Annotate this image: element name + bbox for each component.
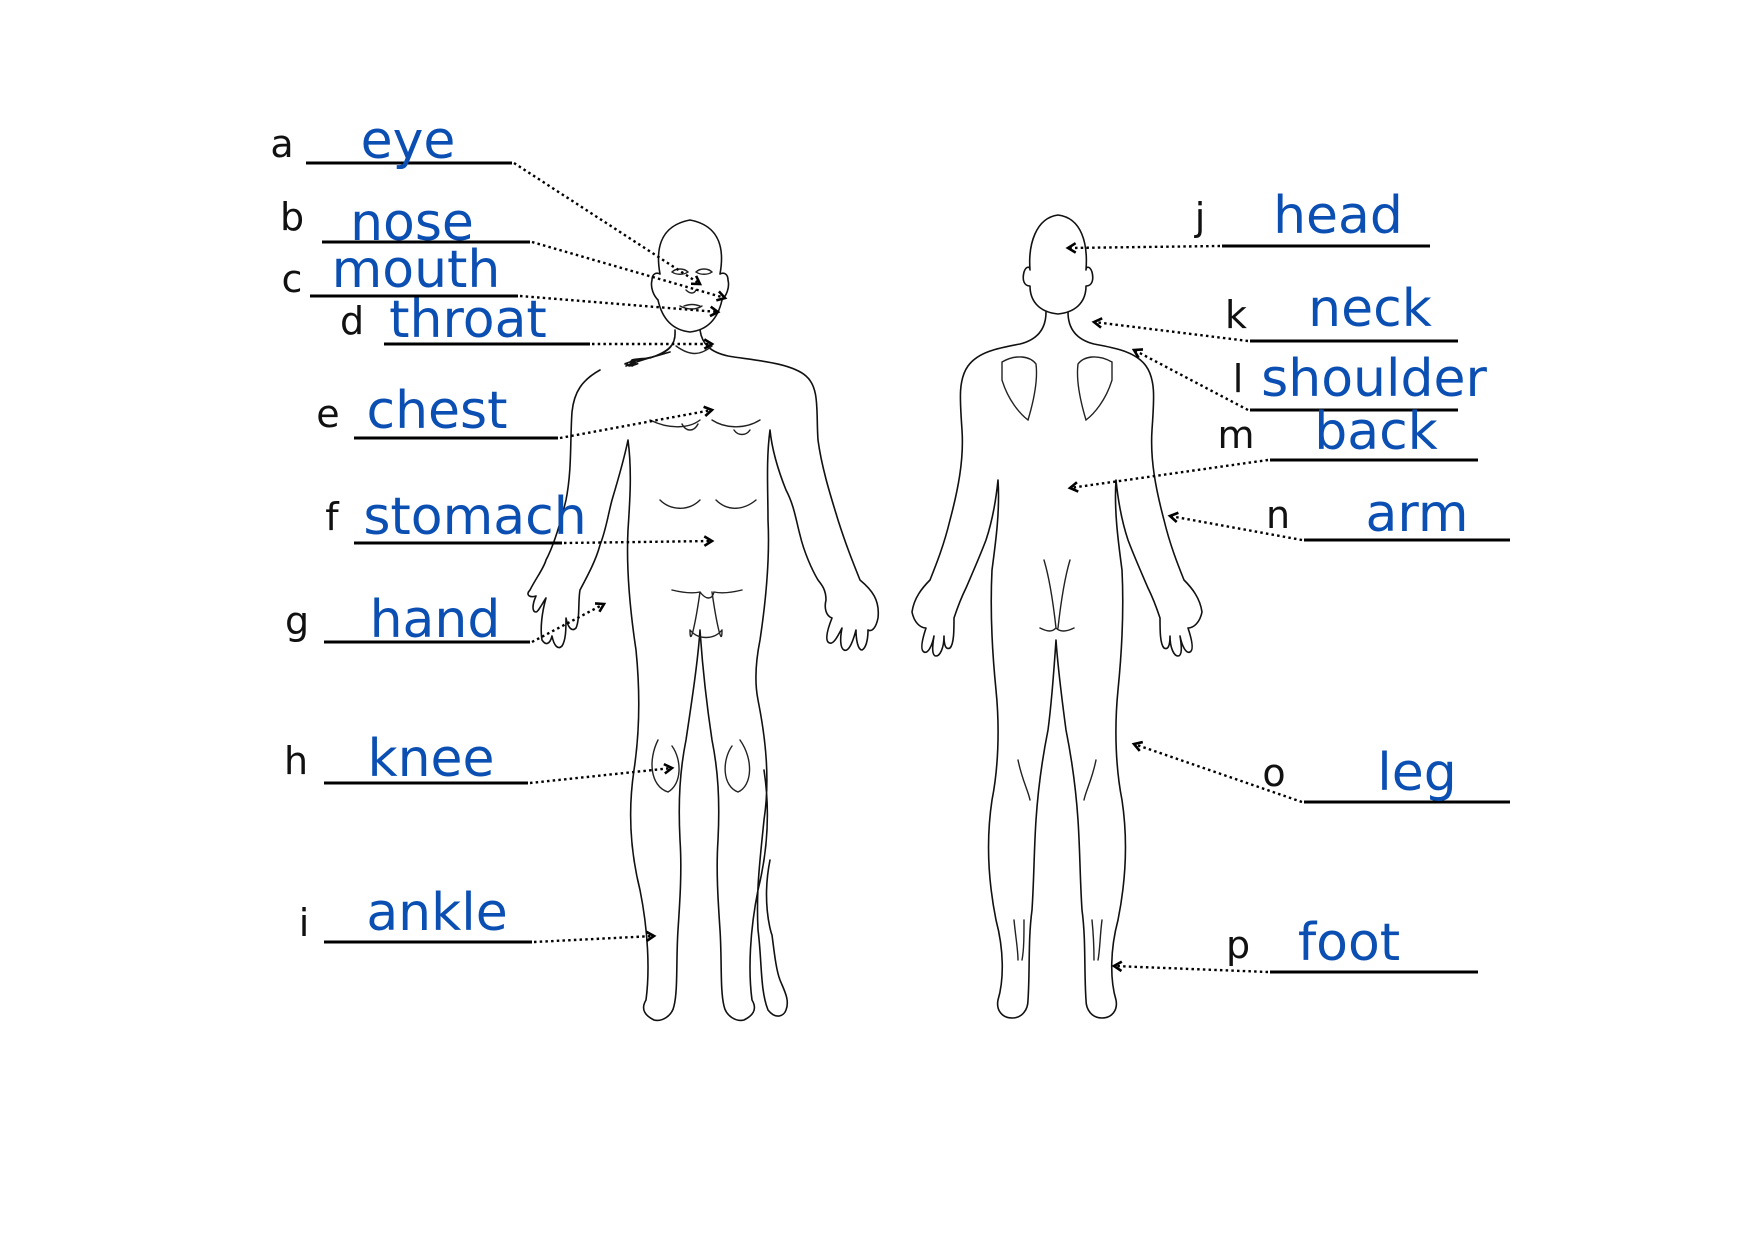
- back-body-figure: [911, 214, 1203, 1019]
- answer-stomach[interactable]: stomach: [363, 487, 586, 547]
- answer-knee[interactable]: knee: [367, 729, 494, 789]
- answer-hand[interactable]: hand: [370, 590, 501, 650]
- label-letter-d: d: [340, 299, 364, 343]
- arrowhead-icon: [1065, 242, 1077, 254]
- label-f: f stomach: [325, 487, 715, 547]
- dotted-leader-line: [559, 408, 713, 440]
- answer-mouth[interactable]: mouth: [332, 240, 501, 300]
- label-letter-j: j: [1194, 195, 1206, 239]
- label-k: k neck: [1091, 279, 1458, 343]
- label-letter-c: c: [282, 257, 303, 301]
- arrowhead-icon: [663, 762, 675, 775]
- arrowhead-icon: [1167, 511, 1179, 523]
- arrowhead-icon: [703, 405, 715, 417]
- back-head-outline: [1022, 214, 1094, 315]
- label-j: j head: [1065, 186, 1430, 254]
- label-letter-a: a: [270, 122, 293, 166]
- arrowhead-icon: [645, 930, 657, 943]
- answer-ankle[interactable]: ankle: [366, 883, 507, 943]
- label-a: a eye: [270, 111, 703, 286]
- label-letter-h: h: [284, 739, 308, 783]
- dotted-leader-line: [531, 240, 726, 300]
- label-letter-n: n: [1266, 493, 1290, 537]
- dotted-leader-line: [533, 934, 655, 944]
- answer-back[interactable]: back: [1314, 402, 1438, 462]
- arrowhead-icon: [1067, 481, 1079, 493]
- front-body-figure: [527, 219, 880, 1022]
- label-letter-g: g: [285, 599, 309, 643]
- arrowhead-icon: [1131, 740, 1144, 752]
- label-n: n arm: [1167, 484, 1510, 544]
- answer-neck[interactable]: neck: [1308, 279, 1432, 339]
- label-letter-b: b: [280, 195, 304, 239]
- label-m: m back: [1067, 402, 1478, 493]
- label-p: p foot: [1111, 913, 1478, 974]
- label-o: o leg: [1131, 740, 1510, 804]
- dotted-leader-line: [529, 766, 673, 785]
- dotted-leader-line: [1133, 348, 1249, 412]
- answer-eye[interactable]: eye: [361, 111, 456, 171]
- arrowhead-icon: [715, 290, 728, 302]
- answer-arm[interactable]: arm: [1366, 484, 1469, 544]
- label-letter-e: e: [316, 392, 339, 436]
- dotted-leader-line: [1067, 244, 1221, 250]
- dotted-leader-line: [531, 602, 605, 644]
- answer-throat[interactable]: throat: [389, 290, 547, 350]
- dotted-leader-line: [1133, 742, 1303, 804]
- arrowhead-icon: [709, 305, 721, 318]
- answer-head[interactable]: head: [1273, 186, 1403, 246]
- arrowhead-icon: [1111, 960, 1123, 973]
- label-letter-f: f: [325, 495, 340, 539]
- label-letter-p: p: [1226, 923, 1250, 967]
- answer-chest[interactable]: chest: [366, 381, 507, 441]
- arrowhead-icon: [703, 535, 715, 547]
- dotted-leader-line: [513, 161, 701, 286]
- dotted-leader-line: [519, 294, 719, 314]
- label-letter-k: k: [1225, 293, 1247, 337]
- label-letter-m: m: [1217, 413, 1254, 457]
- arrowhead-icon: [703, 338, 715, 350]
- label-g: g hand: [285, 590, 607, 650]
- answer-nose[interactable]: nose: [350, 193, 474, 253]
- front-head-outline: [650, 219, 730, 333]
- dotted-leader-line: [563, 539, 713, 545]
- arrowhead-icon: [594, 602, 607, 613]
- answer-leg[interactable]: leg: [1377, 743, 1456, 803]
- label-letter-o: o: [1262, 751, 1285, 795]
- front-torso-details: [649, 345, 761, 793]
- label-b: b nose: [280, 193, 728, 302]
- label-letter-i: i: [299, 901, 310, 945]
- label-i: i ankle: [299, 883, 657, 945]
- dotted-leader-line: [1069, 458, 1269, 490]
- back-shoulder-blades: [1001, 356, 1113, 961]
- arrowhead-icon: [1091, 317, 1103, 329]
- answer-shoulder[interactable]: shoulder: [1261, 349, 1487, 409]
- arrowhead-icon: [690, 275, 703, 286]
- label-h: h knee: [284, 729, 675, 789]
- label-l: l shoulder: [1131, 348, 1487, 412]
- front-body-outline: [527, 329, 880, 1022]
- arrowhead-icon: [1131, 348, 1144, 359]
- answer-foot[interactable]: foot: [1298, 913, 1400, 973]
- label-letter-l: l: [1233, 357, 1244, 401]
- back-body-outline: [911, 311, 1203, 1019]
- front-nose-mouth: [679, 289, 703, 310]
